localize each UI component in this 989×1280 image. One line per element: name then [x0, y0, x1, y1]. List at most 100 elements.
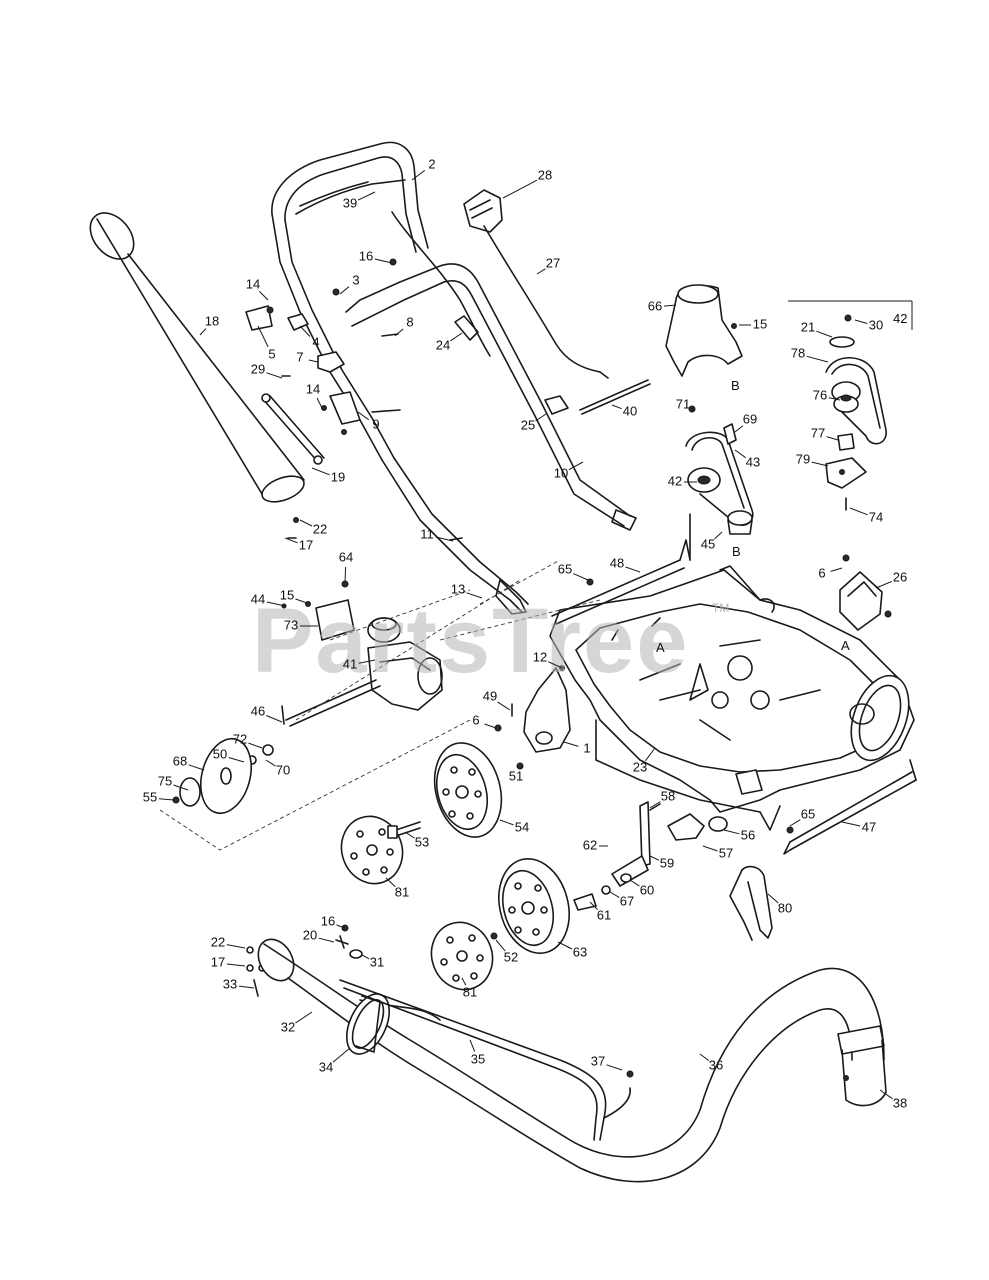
part-number-label: 72: [233, 731, 247, 746]
leader-line: [385, 877, 396, 888]
leader-line: [497, 701, 511, 711]
callout-c36: 36: [699, 1053, 723, 1072]
view-letter-a-bracket: A: [841, 638, 850, 653]
part-number-label: 15: [753, 316, 767, 331]
callout-c14a: 14: [246, 276, 269, 301]
callout-c67: 67: [609, 891, 634, 908]
leader-line: [663, 304, 677, 307]
callout-c13: 13: [451, 581, 483, 599]
part-number-label: 51: [509, 768, 523, 783]
part-number-label: 36: [709, 1057, 723, 1072]
callout-c72: 72: [233, 731, 263, 749]
leader-line: [502, 179, 538, 199]
callout-c71: 71: [676, 396, 696, 411]
part-number-label: 10: [554, 465, 568, 480]
part-number-label: 6: [818, 565, 825, 580]
discharge-chute: [665, 284, 743, 377]
callout-c57: 57: [702, 845, 733, 860]
part-number-label: 8: [406, 314, 413, 329]
part-number-label: 17: [299, 537, 313, 552]
leader-line: [714, 531, 723, 540]
axle-bracket-parts: [573, 801, 728, 911]
leader-line: [238, 985, 255, 989]
part-number-label: 65: [558, 561, 572, 576]
part-number-label: 77: [811, 425, 825, 440]
callout-c70: 70: [265, 759, 290, 777]
part-number-label: 54: [515, 819, 529, 834]
callout-c26: 26: [875, 569, 907, 589]
callout-c29: 29: [251, 361, 283, 379]
callout-c14b: 14: [306, 381, 323, 409]
part-number-label: 69: [743, 411, 757, 426]
part-number-label: 60: [640, 882, 654, 897]
part-number-label: 65: [801, 806, 815, 821]
callout-c53: 53: [404, 831, 429, 849]
callout-c16b: 16: [321, 913, 346, 929]
leader-line: [228, 757, 245, 763]
hubcap-upper: [340, 815, 404, 885]
part-number-label: 3: [352, 272, 359, 287]
leader-line: [767, 893, 779, 904]
part-number-label: 78: [791, 345, 805, 360]
part-number-label: 52: [504, 949, 518, 964]
leader-line: [830, 567, 843, 572]
leader-line: [466, 592, 483, 599]
part-number-label: 49: [483, 688, 497, 703]
callout-c5: 5: [257, 325, 276, 361]
callout-c49: 49: [483, 688, 511, 711]
part-number-label: 58: [661, 788, 675, 803]
part-number-label: 62: [583, 837, 597, 852]
callout-c68: 68: [173, 753, 205, 771]
part-number-label: 2: [428, 156, 435, 171]
callout-c11: 11: [420, 526, 454, 542]
callout-c50: 50: [213, 746, 245, 763]
leader-line: [266, 372, 283, 379]
leader-line: [816, 330, 833, 338]
front-wheel-lower: [498, 858, 570, 954]
leader-line: [536, 268, 546, 275]
part-number-label: 15: [280, 587, 294, 602]
callout-c74: 74: [849, 507, 883, 524]
leader-line: [499, 819, 514, 826]
part-number-label: 38: [893, 1095, 907, 1110]
part-number-label: 14: [246, 276, 260, 291]
part-number-label: 30: [869, 317, 883, 332]
part-number-label: 42: [668, 473, 682, 488]
callout-c75: 75: [158, 773, 189, 791]
part-number-label: 16: [321, 913, 335, 928]
leader-line: [404, 831, 415, 839]
leader-line: [299, 519, 313, 527]
throttle-rod: [449, 379, 651, 541]
view-letter-a-deck: A: [656, 640, 665, 655]
callout-c65a: 65: [558, 561, 589, 581]
leader-line: [248, 742, 263, 749]
callout-c39: 39: [343, 191, 376, 210]
part-number-label: 24: [436, 337, 450, 352]
callout-c76: 76: [813, 387, 841, 402]
leader-line: [875, 581, 892, 589]
part-number-label: 32: [281, 1019, 295, 1034]
callout-c3: 3: [339, 272, 360, 295]
callout-c2: 2: [411, 156, 436, 181]
part-number-label: 39: [343, 195, 357, 210]
part-number-label: 35: [471, 1051, 485, 1066]
leader-line: [357, 191, 376, 201]
leader-line: [854, 319, 868, 324]
callout-c47: 47: [841, 819, 876, 834]
part-number-label: 33: [223, 976, 237, 991]
part-number-label: 81: [463, 984, 477, 999]
part-number-label: 34: [319, 1059, 333, 1074]
leader-line: [318, 937, 335, 943]
leader-line: [841, 821, 861, 827]
assembly-dashed-lines: [159, 559, 601, 851]
leader-line: [358, 659, 376, 664]
mower-deck: [549, 565, 915, 831]
callout-c51: 51: [509, 765, 523, 783]
callout-c77: 77: [811, 425, 839, 441]
side-bracket: [494, 665, 571, 770]
part-number-label: 13: [451, 581, 465, 596]
callout-c23: 23: [633, 747, 656, 774]
spring-clip: [729, 865, 773, 941]
leader-line: [547, 661, 563, 669]
leader-line: [344, 566, 347, 583]
